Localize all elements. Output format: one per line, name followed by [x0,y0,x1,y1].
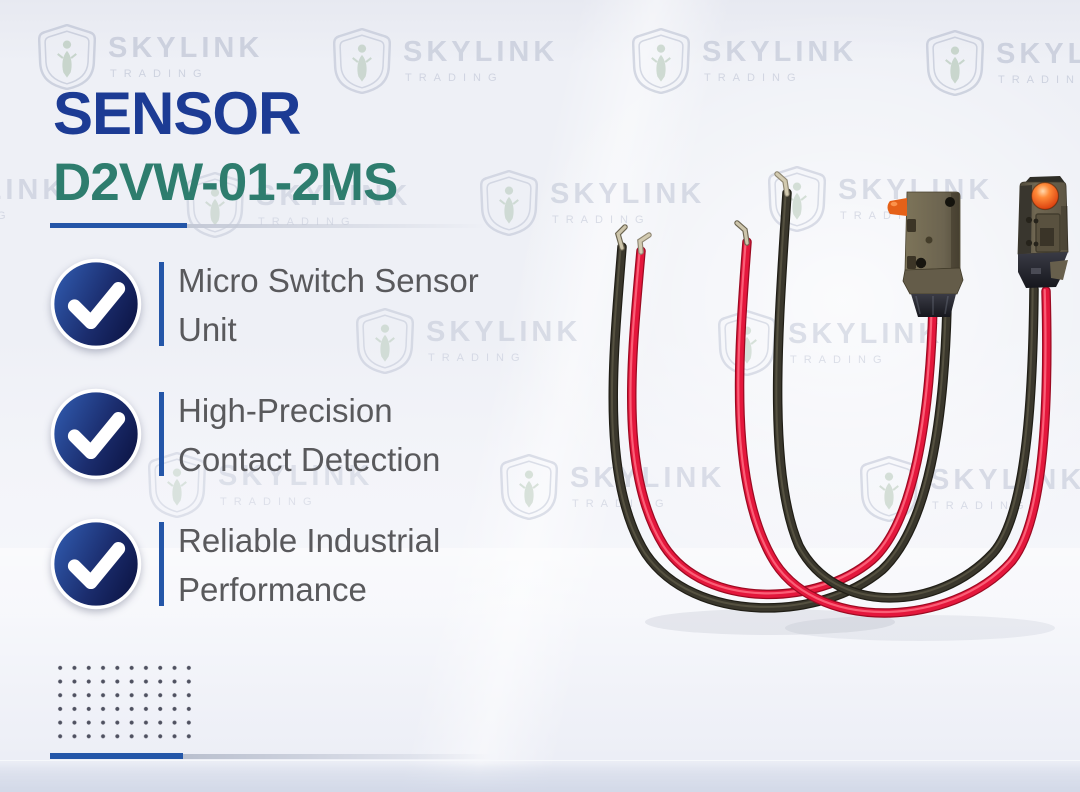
feature-line: Performance [178,571,367,608]
bottom-band [0,760,1080,792]
feature-line: Micro Switch Sensor [178,262,479,299]
feature-item: Reliable Industrial Performance [50,518,479,610]
feature-line: Reliable Industrial [178,522,441,559]
watermark-sub: TRADING [110,68,209,80]
watermark-sub: TRADING [998,74,1080,86]
check-icon [50,388,142,480]
feature-text: Micro Switch Sensor Unit [178,256,479,354]
underline-accent [50,223,187,228]
watermark-logo: SKYLINK TRADING [926,26,1080,100]
watermark-text: SKYLINK TRADING [702,36,858,85]
watermark-text: SKYLINK TRADING [996,38,1080,87]
wire-pair-right [734,171,1047,613]
watermark-text: SKYLINK TRADING [108,32,264,81]
feature-divider [159,392,164,476]
watermark-sub: TRADING [704,72,803,84]
dots-pattern [51,659,195,742]
check-icon [50,518,142,610]
shield-logo-icon [632,28,690,94]
watermark-text: SKYLINK TRADING [403,36,559,85]
bottom-underline [50,753,500,760]
watermark-brand: SKYLINK [403,36,559,68]
underline-track [187,224,487,228]
watermark-brand: SKYLINK [996,38,1080,70]
check-icon [50,258,142,350]
feature-divider [159,262,164,346]
feature-list: Micro Switch Sensor Unit High-Precision … [50,258,479,648]
watermark-logo: SKYLINK TRADING [632,24,862,98]
product-model: D2VW-01-2MS [53,153,398,212]
wire-pair-left [612,224,947,608]
micro-switch-left [887,191,964,317]
feature-divider [159,522,164,606]
watermark-brand: SKYLINK [108,32,264,64]
underline-track [183,754,493,759]
feature-item: High-Precision Contact Detection [50,388,479,480]
feature-item: Micro Switch Sensor Unit [50,258,479,350]
title-underline [50,223,490,229]
feature-line: Contact Detection [178,441,441,478]
feature-line: High-Precision [178,392,393,429]
watermark-sub: TRADING [405,72,504,84]
feature-text: Reliable Industrial Performance [178,516,440,614]
page-title: SENSOR [53,80,301,147]
watermark-brand: SKYLINK [702,36,858,68]
product-photo-micro-switches [540,171,1069,641]
feature-line: Unit [178,311,237,348]
micro-switch-right [1017,176,1069,288]
underline-accent [50,753,183,759]
shield-logo-icon [926,30,984,96]
feature-text: High-Precision Contact Detection [178,386,440,484]
